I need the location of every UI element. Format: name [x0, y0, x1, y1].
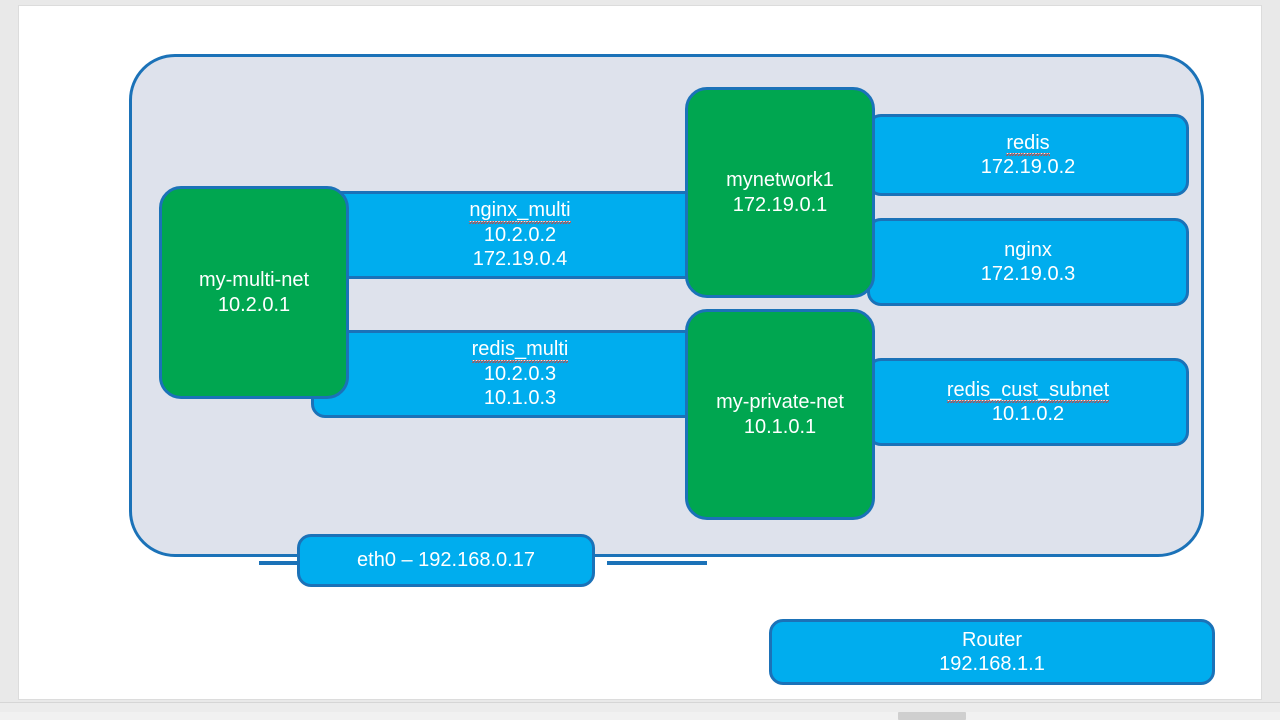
external-router-address: 192.168.1.1	[939, 653, 1045, 675]
network-my-private-net[interactable]: my-private-net 10.1.0.1	[685, 309, 875, 520]
container-nginx_multi-address-2: 172.19.0.4	[472, 248, 568, 271]
container-redis-address-1: 172.19.0.2	[980, 156, 1076, 178]
container-redis_cust_subnet-address-1: 10.1.0.2	[991, 403, 1065, 425]
interface-eth0[interactable]: eth0 – 192.168.0.17	[297, 534, 595, 587]
network-my-private-net-gateway: 10.1.0.1	[743, 415, 817, 438]
container-nginx_multi[interactable]: nginx_multi 10.2.0.2 172.19.0.4	[311, 191, 729, 279]
container-redis_multi-name: redis_multi	[471, 338, 569, 364]
container-redis_multi-address-1: 10.2.0.3	[483, 362, 557, 385]
network-my-private-net-name: my-private-net	[716, 391, 844, 414]
external-router-name: Router	[961, 628, 1023, 651]
container-nginx[interactable]: nginx 172.19.0.3	[867, 218, 1189, 306]
document-page: nginx_multi 10.2.0.2 172.19.0.4 redis_mu…	[18, 5, 1262, 700]
container-redis_cust_subnet-name: redis_cust_subnet	[946, 378, 1110, 404]
container-redis_multi-address-2: 10.1.0.3	[483, 387, 557, 410]
eth0-right-connector	[607, 561, 707, 565]
network-mynetwork1-gateway: 172.19.0.1	[732, 193, 828, 216]
network-mynetwork1-name: mynetwork1	[726, 169, 834, 192]
network-my-multi-net-gateway: 10.2.0.1	[217, 293, 291, 316]
container-nginx_multi-address-1: 10.2.0.2	[483, 223, 557, 246]
network-mynetwork1[interactable]: mynetwork1 172.19.0.1	[685, 87, 875, 298]
network-my-multi-net-name: my-multi-net	[198, 269, 309, 292]
container-redis_cust_subnet[interactable]: redis_cust_subnet 10.1.0.2	[867, 358, 1189, 446]
eth0-left-connector	[259, 561, 321, 565]
interface-eth0-label: eth0 – 192.168.0.17	[357, 549, 535, 572]
horizontal-scrollbar-thumb[interactable]	[898, 712, 966, 720]
container-redis[interactable]: redis 172.19.0.2	[867, 114, 1189, 196]
container-redis_multi[interactable]: redis_multi 10.2.0.3 10.1.0.3	[311, 330, 729, 418]
container-nginx_multi-name: nginx_multi	[469, 199, 571, 225]
container-nginx-address-1: 172.19.0.3	[980, 263, 1076, 285]
container-nginx-name: nginx	[1004, 238, 1052, 261]
external-router[interactable]: Router 192.168.1.1	[769, 619, 1215, 685]
horizontal-scrollbar-track[interactable]	[0, 712, 1280, 720]
network-my-multi-net[interactable]: my-multi-net 10.2.0.1	[159, 186, 349, 399]
container-redis-name: redis	[1006, 131, 1051, 157]
